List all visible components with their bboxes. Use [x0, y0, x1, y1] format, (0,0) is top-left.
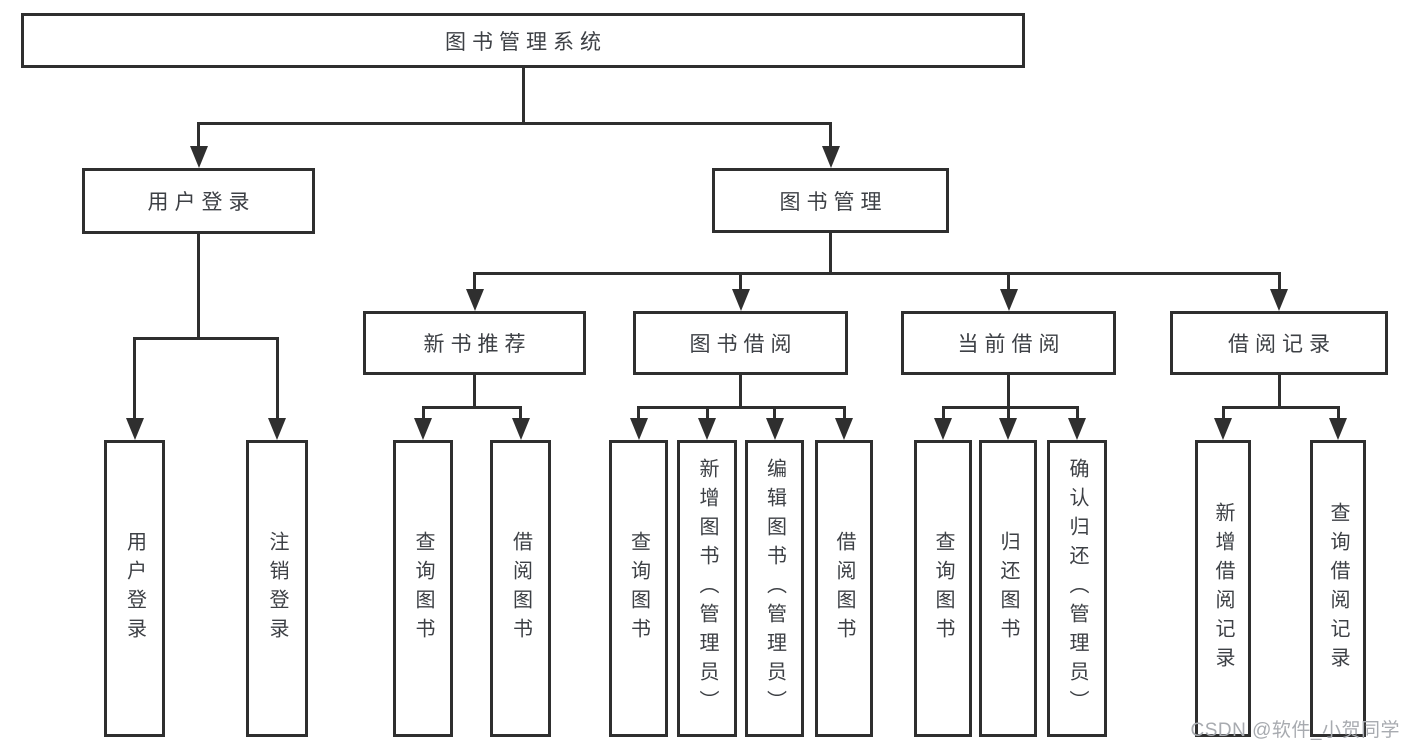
connector-line — [829, 232, 832, 275]
arrowhead-icon — [1214, 418, 1232, 440]
arrowhead-icon — [731, 289, 750, 311]
arrowhead-icon — [125, 418, 144, 440]
node-br-query-record: 查询借阅记录 — [1310, 440, 1366, 737]
connector-line — [1336, 406, 1340, 426]
node-label: 查询图书 — [412, 530, 434, 647]
node-current-borrow: 当前借阅 — [901, 311, 1116, 375]
watermark: CSDN @软件_小贺同学 — [1190, 720, 1400, 741]
node-label: 新书推荐 — [423, 333, 532, 356]
connector-line — [133, 337, 279, 340]
arrowhead-icon — [629, 418, 648, 440]
node-label: 归还图书 — [997, 530, 1019, 647]
connector-line — [197, 122, 200, 154]
connector-line — [739, 272, 742, 297]
connector-line — [1277, 272, 1281, 297]
node-cb-return-book: 归还图书 — [979, 440, 1037, 737]
connector-line — [1221, 406, 1225, 426]
arrowhead-icon — [465, 289, 484, 311]
node-label: 图书管理系统 — [445, 30, 607, 54]
connector-line — [1006, 406, 1010, 426]
connector-line — [1007, 272, 1010, 297]
node-label: 借阅图书 — [833, 530, 855, 647]
node-label: 查询图书 — [932, 530, 954, 647]
arrowhead-icon — [835, 418, 853, 440]
node-label: 图书借阅 — [689, 333, 798, 356]
arrowhead-icon — [414, 418, 432, 440]
connector-line — [1075, 406, 1079, 426]
arrowhead-icon — [1329, 418, 1347, 440]
connector-line — [705, 406, 709, 426]
arrowhead-icon — [511, 418, 530, 440]
node-label: 确认归还（管理员） — [1066, 458, 1088, 719]
connector-line — [473, 272, 1281, 275]
connector-line — [1221, 406, 1340, 409]
connector-line — [941, 406, 1079, 409]
node-label: 注销登录 — [266, 530, 288, 647]
arrowhead-icon — [1270, 289, 1288, 311]
arrowhead-icon — [765, 418, 784, 440]
node-login-user: 用户登录 — [104, 440, 165, 737]
node-bb-borrow-book: 借阅图书 — [815, 440, 873, 737]
node-label: 用户登录 — [123, 530, 146, 647]
node-label: 借阅记录 — [1228, 333, 1336, 356]
node-br-add-record: 新增借阅记录 — [1195, 440, 1251, 737]
connector-line — [1277, 374, 1281, 409]
node-book-mgmt: 图书管理 — [712, 168, 949, 233]
connector-line — [521, 67, 525, 125]
connector-line — [637, 406, 640, 426]
node-cb-query-book: 查询图书 — [914, 440, 972, 737]
connector-line — [197, 233, 200, 340]
node-logout-user: 注销登录 — [246, 440, 308, 737]
connector-line — [473, 272, 476, 297]
arrowhead-icon — [999, 289, 1018, 311]
node-label: 新增图书（管理员） — [696, 458, 718, 719]
arrowhead-icon — [934, 418, 952, 440]
connector-line — [275, 337, 279, 426]
node-new-book-rec: 新书推荐 — [363, 311, 586, 375]
connector-line — [421, 406, 522, 409]
connector-line — [739, 374, 742, 409]
arrowhead-icon — [268, 418, 286, 440]
node-label: 图书管理 — [779, 190, 888, 214]
node-book-borrow: 图书借阅 — [633, 311, 848, 375]
connector-line — [829, 122, 832, 154]
connector-line — [519, 406, 522, 426]
node-label: 查询借阅记录 — [1327, 501, 1349, 676]
node-label: 查询图书 — [627, 530, 650, 647]
connector-line — [197, 122, 832, 125]
connector-line — [1007, 374, 1010, 409]
node-label: 新增借阅记录 — [1212, 501, 1234, 676]
node-rec-query-book: 查询图书 — [393, 440, 453, 737]
node-label: 借阅图书 — [509, 530, 532, 647]
arrowhead-icon — [189, 146, 208, 168]
connector-line — [637, 406, 846, 409]
node-cb-confirm-return: 确认归还（管理员） — [1047, 440, 1107, 737]
connector-line — [133, 337, 136, 426]
node-bb-edit-book: 编辑图书（管理员） — [745, 440, 804, 737]
connector-line — [773, 406, 776, 426]
arrowhead-icon — [1068, 418, 1086, 440]
connector-line — [473, 374, 476, 409]
node-label: 编辑图书（管理员） — [763, 458, 786, 719]
connector-line — [842, 406, 846, 426]
node-root: 图书管理系统 — [21, 13, 1025, 68]
arrowhead-icon — [999, 418, 1017, 440]
node-borrow-records: 借阅记录 — [1170, 311, 1388, 375]
arrowhead-icon — [821, 146, 840, 168]
node-bb-query-book: 查询图书 — [609, 440, 668, 737]
connector-line — [421, 406, 425, 426]
node-label: 当前借阅 — [957, 333, 1066, 356]
node-rec-borrow-book: 借阅图书 — [490, 440, 551, 737]
connector-line — [941, 406, 945, 426]
arrowhead-icon — [698, 418, 716, 440]
node-bb-add-book: 新增图书（管理员） — [677, 440, 737, 737]
node-label: 用户登录 — [147, 191, 256, 214]
node-user-login: 用户登录 — [82, 168, 315, 234]
